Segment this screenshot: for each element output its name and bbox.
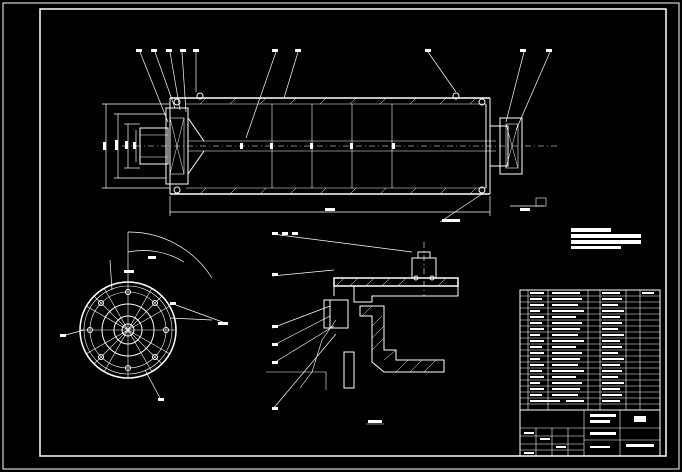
inner-frame <box>39 8 667 457</box>
end-view <box>60 231 229 401</box>
technical-notes <box>571 228 641 249</box>
front-section-view <box>102 49 560 223</box>
detail-view <box>266 232 459 425</box>
title-block <box>519 289 661 457</box>
